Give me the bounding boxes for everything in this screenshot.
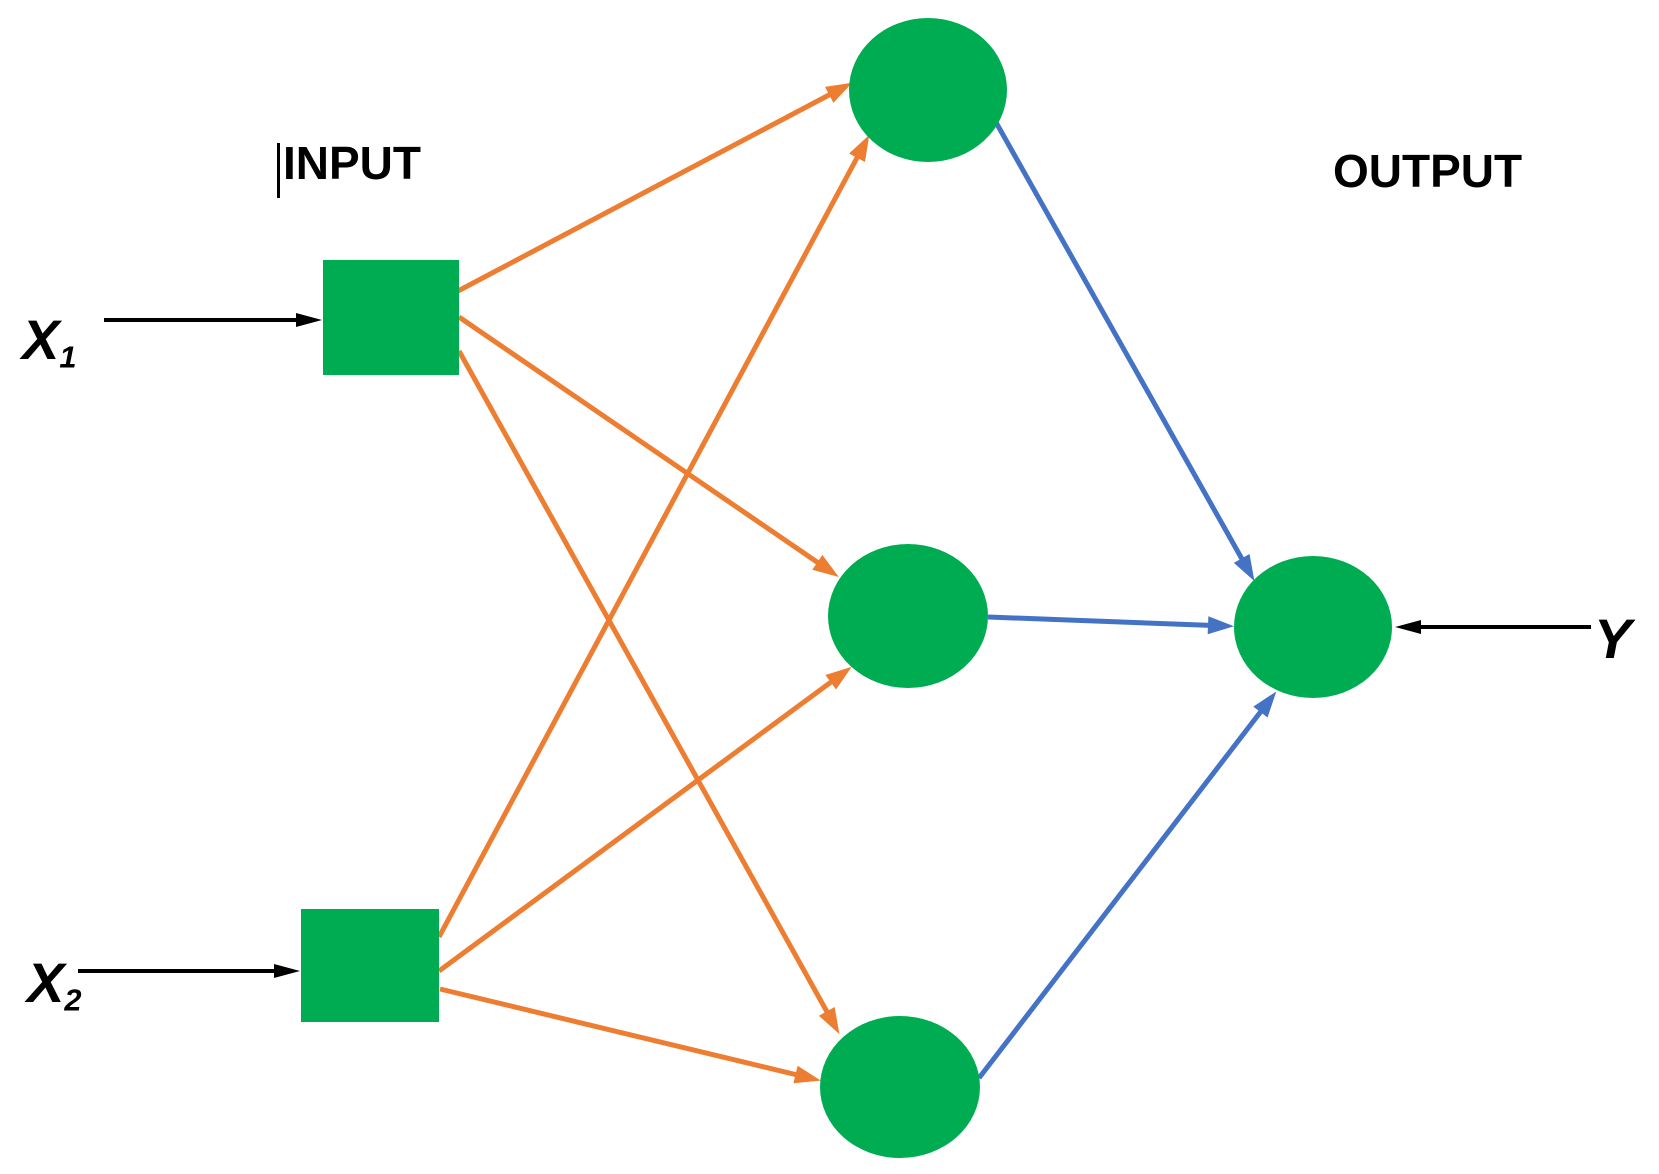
output-layer-title: OUTPUT (1333, 145, 1523, 197)
edge-input1-hidden2 (457, 314, 839, 577)
edge-input2-hidden1 (436, 134, 870, 939)
input-node-x1 (323, 260, 459, 375)
x2-label: X2 (27, 955, 82, 1016)
hidden-node-1 (849, 18, 1007, 162)
hidden-node-2 (828, 544, 988, 688)
y-label: Y (1594, 607, 1632, 670)
edge-input2-hidden2 (437, 666, 852, 974)
text-caret (277, 143, 280, 198)
edge-hidden2-output (987, 614, 1234, 635)
edge-input1-hidden1 (456, 82, 853, 294)
input-layer-title: INPUT (283, 137, 421, 189)
x2-label-main: X (27, 951, 65, 1014)
output-node (1234, 556, 1392, 698)
input-node-x2 (301, 909, 439, 1022)
edge-hidden3-output (977, 691, 1277, 1080)
hidden-node-3 (820, 1016, 980, 1158)
x1-label-main: X (22, 308, 60, 371)
x1-label-subscript: 1 (59, 339, 77, 375)
edge-hidden1-output (990, 115, 1255, 582)
x2-label-subscript: 2 (64, 982, 82, 1018)
edge-input2-hidden3 (439, 986, 821, 1084)
edge-input1-hidden3 (456, 349, 840, 1035)
x1-label: X1 (22, 312, 77, 373)
